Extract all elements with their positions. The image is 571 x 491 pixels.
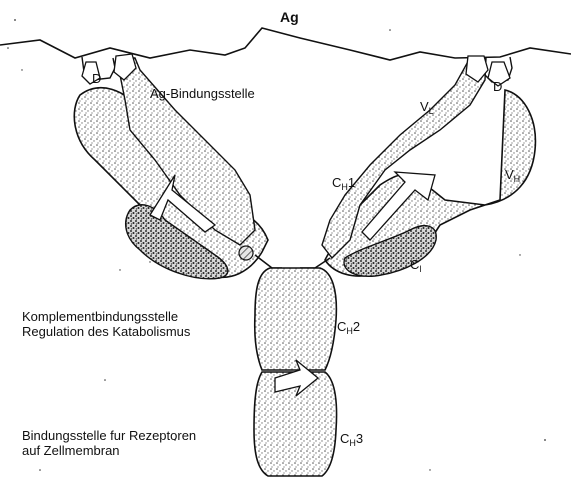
- d-label-left: D: [92, 72, 101, 85]
- ch1-suffix: 1: [348, 175, 355, 190]
- antigen-surface: [0, 28, 571, 60]
- d-label-right: D: [493, 80, 502, 93]
- vl-label: VL: [420, 100, 434, 113]
- complement-note-line2: Regulation des Katabolismus: [22, 324, 190, 339]
- complement-note-line1: Komplementbindungsstelle: [22, 309, 190, 324]
- ch2-sub: H: [346, 326, 353, 336]
- ch3-label: CH3: [340, 432, 363, 445]
- ch3-suffix: 3: [356, 431, 363, 446]
- ch3-main: C: [340, 431, 349, 446]
- binding-site-label: Ag-Bindungsstelle: [150, 87, 255, 100]
- receptor-note-line2: auf Zellmembran: [22, 443, 196, 458]
- receptor-note-line1: Bindungsstelle fur Rezeptoren: [22, 428, 196, 443]
- ch2-main: C: [337, 319, 346, 334]
- ch2-suffix: 2: [353, 319, 360, 334]
- complement-note: Komplementbindungsstelle Regulation des …: [22, 309, 190, 339]
- ch2-label: CH2: [337, 320, 360, 333]
- cl-main: C: [410, 257, 419, 272]
- ch3-sub: H: [349, 438, 356, 448]
- vh-label: VH: [505, 168, 520, 181]
- fc-ch2-domain: [255, 268, 337, 370]
- vh-sub: H: [514, 174, 521, 184]
- vh-main: V: [505, 167, 514, 182]
- ch1-label: CH1: [332, 176, 355, 189]
- vl-main: V: [420, 99, 429, 114]
- vl-sub: L: [429, 106, 434, 116]
- fab-arm-right: [322, 56, 535, 276]
- ch1-main: C: [332, 175, 341, 190]
- left-hinge-glycan: [239, 246, 253, 260]
- ch1-sub: H: [341, 182, 348, 192]
- antigen-label: Ag: [280, 10, 299, 24]
- receptor-note: Bindungsstelle fur Rezeptoren auf Zellme…: [22, 428, 196, 458]
- cl-label: Cl: [410, 258, 421, 271]
